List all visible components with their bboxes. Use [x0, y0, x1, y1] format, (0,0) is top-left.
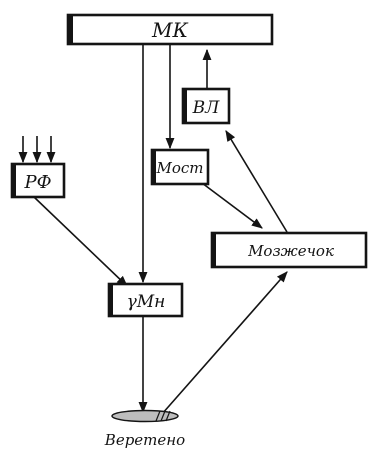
arrow-mozzhechok-to-vl	[225, 130, 288, 233]
node-vl: ВЛ	[181, 87, 231, 125]
node-gamma-mn-label: γМн	[127, 292, 166, 312]
arrow-vereteno-to-mozzhechok	[161, 271, 288, 415]
node-rf: РФ	[10, 162, 66, 199]
node-mozzhechok: Мозжечок	[210, 231, 368, 269]
spindle-stripe-1	[155, 410, 161, 422]
node-rf-label: РФ	[23, 172, 51, 193]
node-most-label: Мост	[155, 159, 203, 177]
node-mk-label: МК	[151, 18, 188, 42]
spindle-stripe-3	[165, 410, 171, 422]
node-vl-label: ВЛ	[192, 98, 220, 118]
node-most: Мост	[150, 148, 210, 186]
arrow-rf-to-gamma-mn	[33, 196, 128, 287]
arrow-most-to-mozzhechok	[197, 179, 263, 229]
node-gamma-mn: γМн	[107, 282, 184, 318]
node-vereteno: Веретено	[104, 409, 185, 449]
spindle-stripe-2	[160, 410, 166, 422]
node-mozzhechok-label: Мозжечок	[247, 242, 334, 260]
node-vereteno-label: Веретено	[104, 431, 185, 449]
node-mk: МК	[66, 13, 274, 46]
